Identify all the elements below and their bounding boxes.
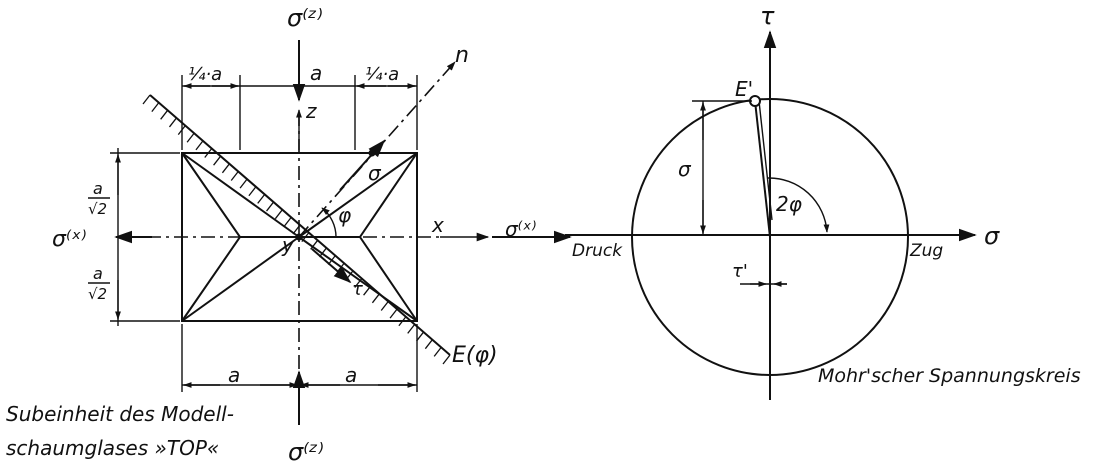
normal-stress-point [368,149,376,157]
dim-frac-den-bottom: √2 [88,285,107,303]
cell-diagonal-bl [181,236,300,322]
hatch-stroke [195,140,204,151]
dim-center-label: a [310,61,322,85]
angle-2phi-label: 2φ [776,192,802,216]
cell-diagonal-tl [181,152,300,238]
dim-frac-num-top: a [93,179,103,198]
normal-stress-label: σ [368,161,382,185]
z-axis-label: z [305,99,317,123]
hatch-stroke [380,301,389,311]
n-axis-label: n [455,43,469,68]
origin-point [295,233,303,241]
hatch-stroke [274,209,283,220]
angle-2phi-arc [767,177,830,233]
mohr-circle-figure: τ σ E' σ τ' 2φ Druck Zug Mohr'scher Span… [565,2,1081,400]
y-axis-label: y [281,233,295,257]
plane-label: E(φ) [452,343,498,368]
hatch-stroke [213,155,222,166]
sigma-z-top-label: σ⁽ᶻ⁾ [287,4,323,32]
caption-line-1: Subeinheit des Modell- [6,402,234,426]
hatch-stroke [266,201,275,212]
compression-label: Druck [572,241,623,261]
tau-axis-label: τ [760,2,775,30]
shear-stress-label: τ [352,279,363,300]
hatch-stroke [424,339,433,350]
hatch-stroke [257,194,266,204]
sigma-x-right-label: σ⁽ˣ⁾ [505,217,536,241]
dim-frac-num-bottom: a [93,264,103,283]
cell-diagonal-br [298,236,418,322]
sigma-dim-label: σ [678,157,692,181]
hatch-stroke [310,239,319,250]
dim-bottom-left-label: a [228,363,240,387]
cell-diagonal-tr [298,152,418,238]
radius-line [754,100,771,238]
unit-cell-figure: σ⁽ᶻ⁾ σ⁽ᶻ⁾ σ⁽ˣ⁾ σ⁽ˣ⁾ z x y n ¼·a a ¼·a a … [6,4,572,466]
hatch-stroke [160,109,169,120]
angle-phi-label: φ [338,203,351,227]
hatch-stroke [292,224,301,235]
hatch-stroke [363,285,372,296]
hatch-stroke [239,178,248,189]
tension-label: Zug [909,241,943,261]
hatch-stroke [204,148,213,158]
hatch-stroke [389,308,398,319]
hatch-stroke [407,324,416,334]
hatch-stroke [433,346,442,357]
dim-quarter-right-label: ¼·a [365,64,399,85]
dim-frac-den-top: √2 [88,200,107,218]
hatch-stroke [354,278,363,288]
hatch-stroke [142,94,151,105]
hatch-stroke [301,232,310,243]
hatch-stroke [168,117,177,128]
sigma-z-bottom-label: σ⁽ᶻ⁾ [288,438,324,466]
hatch-stroke [230,171,239,181]
x-axis-label: x [431,213,444,237]
plane-hatching [142,94,451,365]
dim-bottom-right-label: a [345,363,357,387]
shear-stress-arrow [311,248,352,284]
angle-phi-arc [321,207,337,238]
mohr-caption: Mohr'scher Spannungskreis [818,365,1081,387]
radius-line-2 [758,100,773,221]
point-e-prime-label: E' [735,77,753,101]
hatch-stroke [283,216,292,227]
hatch-stroke [371,293,380,304]
hatch-stroke [398,316,407,327]
hatch-stroke [186,132,195,143]
normal-stress-arrow [339,139,386,191]
hatch-stroke [248,186,257,197]
sigma-axis-label: σ [984,222,1000,250]
hatch-stroke [221,163,230,174]
hatch-stroke [442,354,451,365]
caption-line-2: schaumglases »TOP« [6,436,219,460]
sigma-x-left-label: σ⁽ˣ⁾ [52,227,87,252]
hatch-stroke [151,102,160,113]
tau-dim-label: τ' [732,261,748,282]
dim-quarter-left-label: ¼·a [188,64,222,85]
